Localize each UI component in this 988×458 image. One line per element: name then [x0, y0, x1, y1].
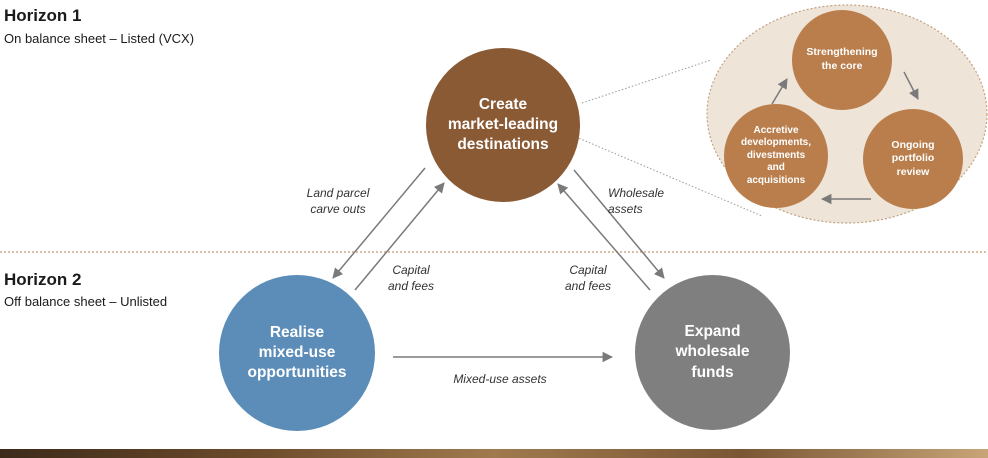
- node-expand-line1: Expand: [684, 323, 741, 341]
- flow-label-land-parcel: Land parcel carve outs: [292, 185, 384, 217]
- zoom-line-top: [581, 59, 712, 104]
- arrow-land-parcel: [332, 167, 426, 279]
- node-realise-opportunities: Realise mixed-use opportunities: [219, 275, 375, 431]
- flow-wholesale-line2: assets: [608, 202, 643, 217]
- flow-land-parcel-line1: Land parcel: [306, 186, 370, 200]
- flow-capital-right-line1: Capital: [569, 263, 607, 277]
- cycle-accretive-line1: Accretive: [753, 124, 799, 136]
- cycle-review-line2: portfolio: [891, 152, 935, 165]
- node-realise-line3: opportunities: [247, 364, 347, 382]
- flow-capital-left-line1: Capital: [392, 263, 430, 277]
- flow-land-parcel-line2: carve outs: [310, 202, 366, 217]
- horizon-1-title: Horizon 1: [4, 6, 82, 25]
- node-realise-line2: mixed-use: [258, 343, 336, 361]
- arrow-capital-left: [354, 182, 445, 291]
- flow-label-mixed-use-assets: Mixed-use assets: [453, 372, 547, 386]
- arrow-cycle-3: [771, 78, 788, 105]
- flow-wholesale-line1: Wholesale: [608, 186, 665, 200]
- cycle-accretive-line4: and: [767, 162, 785, 174]
- cycle-accretive-line5: acquisitions: [746, 174, 806, 186]
- bottom-decorative-bar: [0, 449, 988, 458]
- node-create-destinations: Create market-leading destinations: [426, 48, 580, 202]
- cycle-node-accretive: Accretive developments, divestments and …: [724, 104, 828, 208]
- horizon-1-subtitle: On balance sheet – Listed (VCX): [4, 31, 195, 46]
- flow-label-capital-left: Capital and fees: [371, 262, 451, 294]
- flow-label-capital-right: Capital and fees: [548, 262, 628, 294]
- cycle-review-line3: review: [896, 165, 930, 178]
- cycle-strengthen-line2: the core: [821, 60, 863, 72]
- cycle-node-strengthening: Strengthening the core: [792, 10, 892, 110]
- flow-label-wholesale-assets: Wholesale assets: [608, 185, 672, 217]
- flow-capital-left-line2: and fees: [387, 279, 435, 294]
- node-create-line1: Create: [478, 95, 528, 113]
- cycle-accretive-line2: developments,: [740, 137, 812, 149]
- cycle-review-line1: Ongoing: [891, 138, 935, 151]
- node-create-line3: destinations: [457, 136, 549, 154]
- flow-capital-right-line2: and fees: [564, 279, 612, 294]
- cycle-accretive-line3: divestments: [746, 149, 806, 161]
- node-create-line2: market-leading: [447, 115, 559, 133]
- node-realise-line1: Realise: [269, 323, 325, 341]
- zoom-line-bottom: [575, 136, 763, 217]
- node-expand-line3: funds: [691, 363, 734, 381]
- cycle-strengthen-line1: Strengthening: [806, 46, 878, 59]
- arrow-wholesale-assets: [573, 169, 665, 279]
- cycle-node-review: Ongoing portfolio review: [863, 109, 963, 209]
- horizon-2-subtitle: Off balance sheet – Unlisted: [4, 294, 168, 309]
- arrow-cycle-1: [903, 71, 919, 100]
- horizon-2-title: Horizon 2: [4, 270, 82, 289]
- node-expand-funds: Expand wholesale funds: [635, 275, 790, 430]
- arrow-capital-right: [557, 183, 651, 291]
- node-expand-line2: wholesale: [675, 343, 750, 361]
